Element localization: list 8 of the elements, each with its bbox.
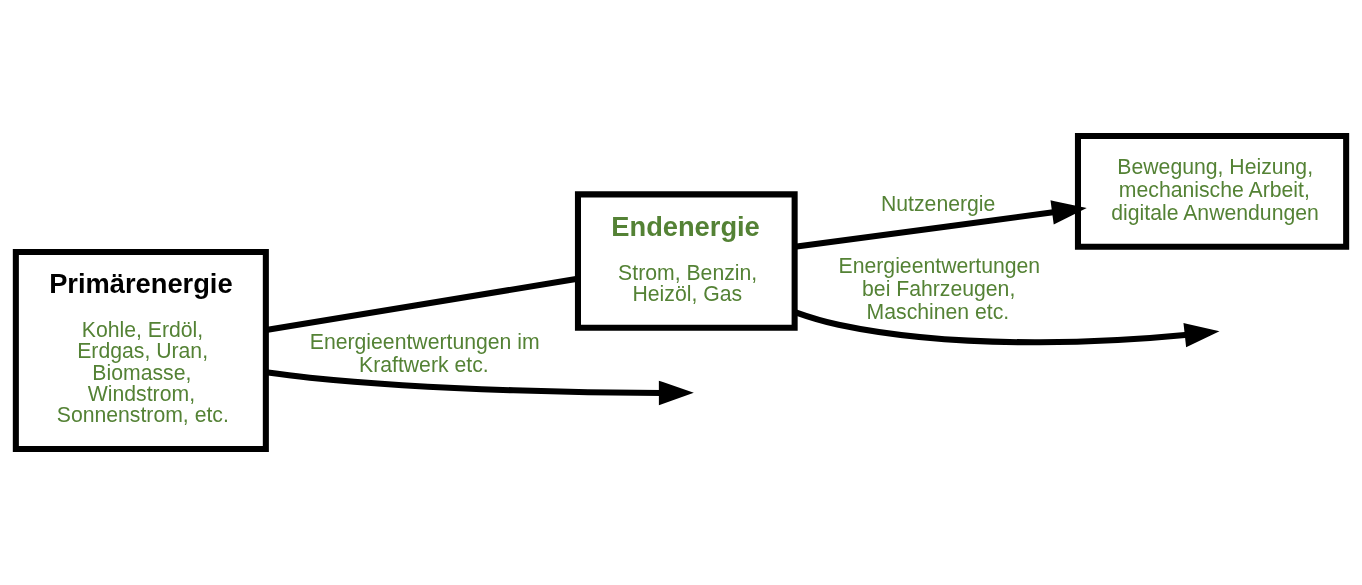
edge-label: Energieentwertungen bei Fahrzeugen, Maschinen etc. — [838, 254, 1041, 323]
node-box: Endenergie Strom, Benzin, Heizöl, Gas — [574, 191, 798, 331]
edge-label: Energieentwertungen im Kraftwerk etc. — [309, 330, 540, 376]
node-box: Primärenergie Kohle, Erdöl, Erdgas, Uran, Biomasse, Windstrom, Sonnenstrom, etc. — [12, 248, 269, 452]
arrow — [265, 369, 694, 406]
arrow — [794, 200, 1087, 250]
edge-label: Nutzenergie — [881, 192, 996, 216]
node-box: Bewegung, Heizung, mechanische Arbeit, digitale Anwendungen — [1074, 133, 1350, 250]
